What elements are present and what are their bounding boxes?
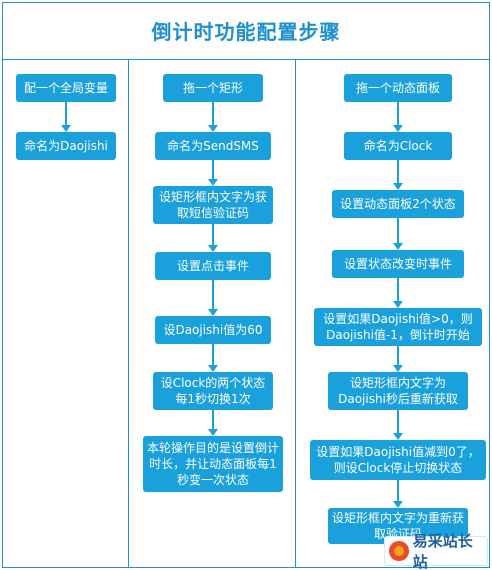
flow-arrow [208, 224, 218, 252]
flow-arrow [393, 410, 403, 440]
step-box: 本轮操作目的是设置倒计时长，并让动态面板每1秒变一次状态 [143, 436, 283, 492]
flow-arrow [393, 480, 403, 508]
flow-arrow [208, 102, 218, 132]
step-box: 设矩形框内文字为Daojishi秒后重新获取 [328, 372, 468, 410]
column-rectangle: 拖一个矩形 命名为SendSMS 设矩形框内文字为获取短信验证码 设置点击事件 … [128, 60, 296, 568]
step-box: 设Clock的两个状态每1秒切换1次 [153, 372, 273, 410]
flow-arrow [393, 218, 403, 250]
watermark-text: 易采站长站 [412, 532, 473, 570]
step-box: 设Daojishi值为60 [155, 316, 271, 344]
flow-arrow [393, 278, 403, 308]
step-box: 设置点击事件 [155, 252, 271, 280]
flow-arrow [393, 102, 403, 132]
step-box: 命名为Daojishi [16, 132, 116, 160]
step-box: 设置如果Daojishi值减到0了，则设Clock停止切换状态 [310, 440, 486, 480]
site-watermark: 易采站长站 [384, 532, 488, 570]
step-box: 拖一个动态面板 [344, 74, 452, 102]
flow-arrow [208, 410, 218, 436]
step-box: 设置动态面板2个状态 [332, 190, 464, 218]
step-box: 设置如果Daojishi值>0，则Daojishi值-1，倒计时开始 [314, 308, 482, 346]
flow-arrow [393, 160, 403, 190]
step-box: 命名为SendSMS [155, 132, 271, 160]
flow-arrow [208, 160, 218, 186]
flow-arrow [208, 280, 218, 316]
step-box: 设置状态改变时事件 [332, 250, 464, 278]
step-box: 设矩形框内文字为获取短信验证码 [153, 186, 273, 224]
column-dynamic-panel: 拖一个动态面板 命名为Clock 设置动态面板2个状态 设置状态改变时事件 设置… [296, 60, 490, 568]
flow-arrow [393, 346, 403, 372]
site-logo-icon [389, 541, 409, 561]
flow-arrow [208, 344, 218, 372]
flow-arrow [61, 102, 71, 132]
step-box: 配一个全局变量 [16, 74, 116, 102]
step-box: 拖一个矩形 [163, 74, 263, 102]
column-global-variable: 配一个全局变量 命名为Daojishi [2, 60, 128, 568]
diagram-title: 倒计时功能配置步骤 [2, 2, 490, 60]
step-box: 命名为Clock [344, 132, 452, 160]
